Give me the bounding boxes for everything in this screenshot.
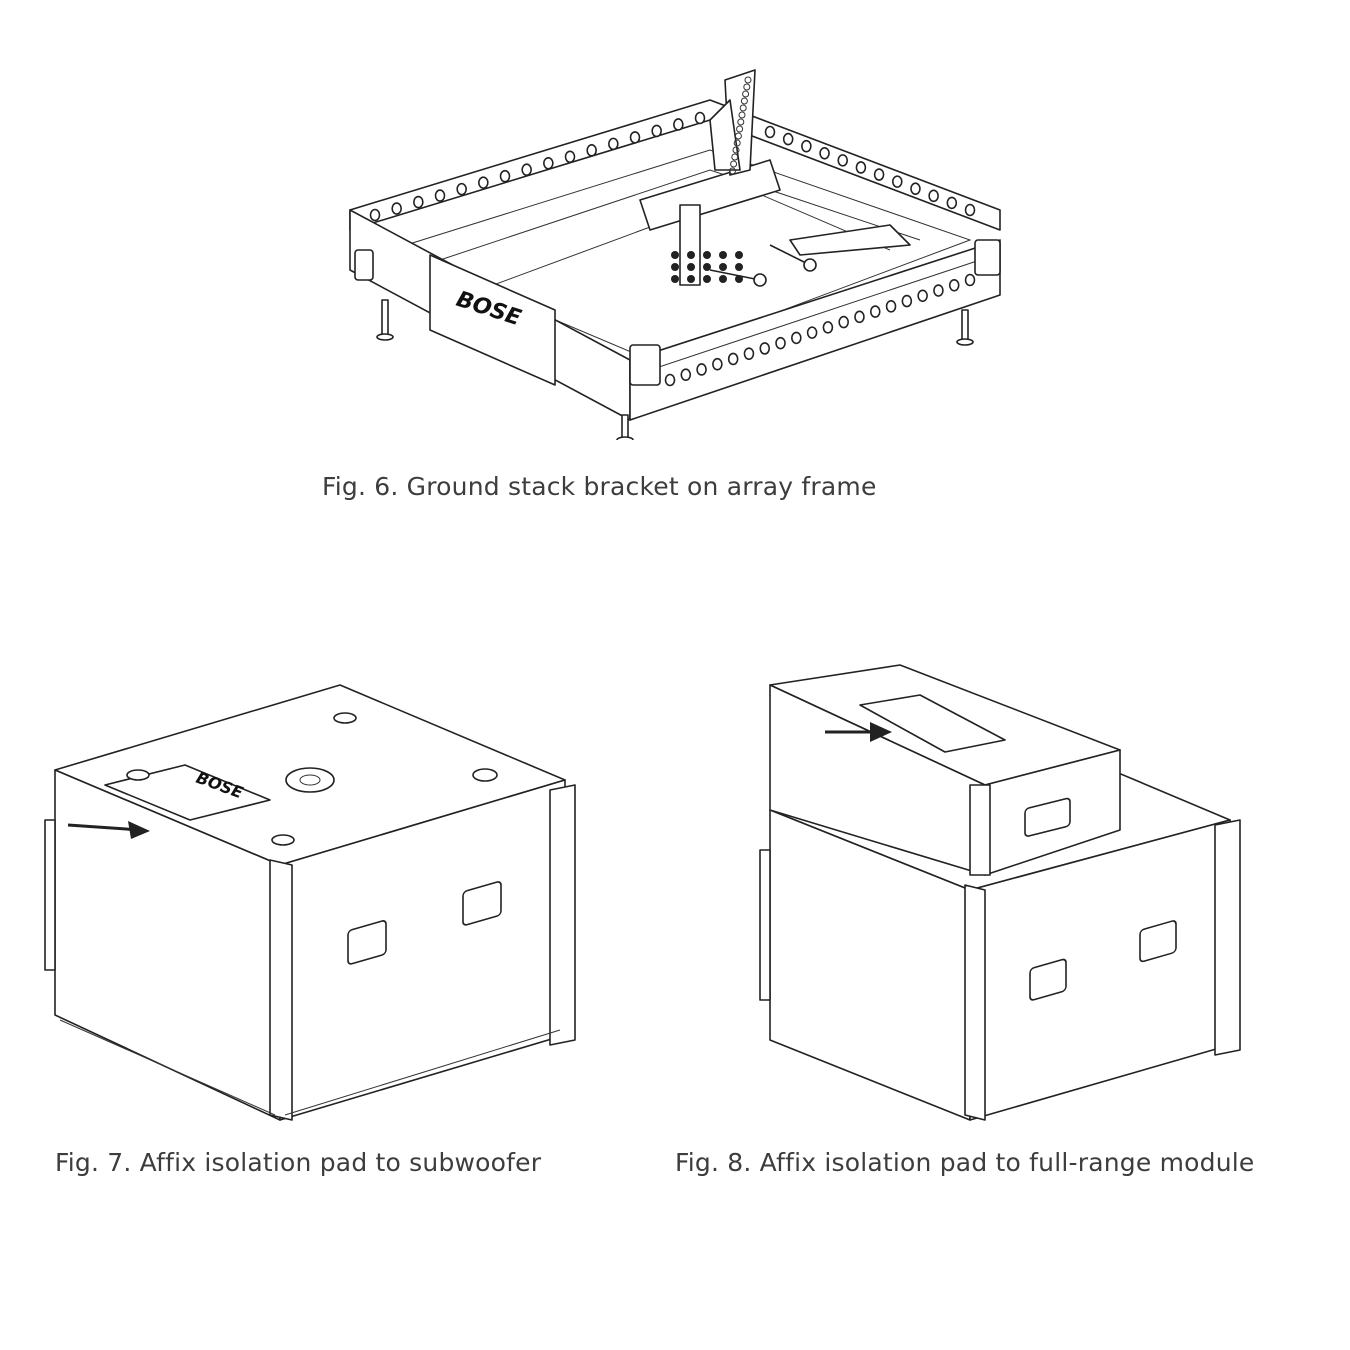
bracket-hole — [719, 263, 727, 271]
bracket-hole — [671, 263, 679, 271]
chain-link — [731, 153, 739, 161]
chain-link — [734, 132, 742, 140]
chain-link — [740, 97, 748, 105]
rail-hole — [712, 357, 723, 371]
rail-hole — [838, 315, 849, 329]
bracket-hole — [719, 251, 727, 259]
bracket-holes — [671, 251, 743, 283]
rail-hole — [854, 310, 865, 324]
bracket-hole — [703, 275, 711, 283]
chain-link — [736, 125, 744, 133]
rail-hole — [933, 284, 944, 297]
rail-hole — [369, 208, 381, 222]
rail-hole — [791, 331, 802, 345]
rail-hole — [391, 202, 402, 215]
figure-6-caption: Fig. 6. Ground stack bracket on array fr… — [322, 472, 877, 501]
full-range-module-drawing — [759, 664, 1241, 1121]
chain-link — [738, 111, 746, 119]
chain-link — [737, 118, 745, 126]
rail-hole — [801, 139, 812, 153]
rail-hole — [727, 352, 739, 366]
rail-hole — [901, 294, 913, 308]
rail-hole — [822, 321, 834, 334]
rail-hole — [964, 203, 976, 217]
subwoofer-drawing: BOSE — [44, 684, 576, 1121]
frame-foot — [616, 414, 634, 440]
bracket-hole — [687, 251, 695, 259]
chain-link — [744, 76, 752, 84]
figure-8-caption: Fig. 8. Affix isolation pad to full-rang… — [675, 1148, 1255, 1177]
rail-hole — [664, 373, 676, 387]
rail-hole — [499, 169, 511, 183]
chain-link — [742, 90, 750, 98]
chain-icon — [728, 76, 752, 175]
rail-hole — [680, 368, 692, 382]
rail-hole — [873, 168, 885, 181]
rail-hole — [964, 273, 976, 287]
rail-hole — [948, 278, 960, 292]
chain-link — [743, 83, 751, 91]
array-frame-drawing: BOSE — [349, 69, 1001, 440]
isolation-pad-module — [859, 694, 1006, 753]
full-range-module-illustration — [740, 660, 1280, 1140]
rail-holes-back — [369, 111, 976, 222]
rail-hole — [543, 156, 554, 170]
rail-hole — [928, 189, 939, 203]
rail-hole — [946, 196, 958, 210]
rail-hole — [521, 163, 532, 177]
rail-hole — [456, 182, 467, 196]
rail-hole — [855, 161, 867, 174]
frame-foot — [956, 309, 974, 346]
rail-hole — [478, 176, 489, 189]
bracket-hole — [735, 251, 743, 259]
chain-link — [739, 104, 747, 112]
bracket-hole — [703, 251, 711, 259]
rail-hole — [586, 144, 597, 157]
bracket-hole — [719, 275, 727, 283]
rail-hole — [743, 347, 755, 360]
rail-hole — [608, 137, 619, 151]
bracket-hole — [687, 275, 695, 283]
rail-hole — [629, 131, 641, 144]
bracket-hole — [671, 251, 679, 259]
rail-hole — [891, 175, 903, 188]
frame-foot — [376, 299, 394, 341]
bracket-hole — [671, 275, 679, 283]
rail-hole — [837, 154, 849, 167]
rail-hole — [910, 182, 921, 196]
rail-hole — [673, 118, 684, 131]
rail-hole — [869, 305, 881, 318]
chain-link — [732, 146, 740, 154]
rail-hole — [696, 363, 707, 376]
chain-link — [728, 167, 736, 175]
rail-hole — [434, 189, 446, 202]
rail-hole — [764, 125, 776, 139]
bracket-hole — [735, 275, 743, 283]
bracket-hole — [687, 263, 695, 271]
chain-link — [730, 160, 738, 168]
rail-hole — [564, 150, 576, 164]
rail-hole — [651, 124, 662, 138]
array-frame-illustration: BOSE — [330, 40, 1030, 440]
subwoofer-illustration: BOSE — [30, 660, 610, 1130]
rail-hole — [806, 326, 818, 339]
bracket-hole — [703, 263, 711, 271]
chain-link — [733, 139, 741, 147]
rail-hole — [759, 342, 771, 355]
rail-hole — [885, 300, 897, 313]
rail-hole — [819, 146, 830, 160]
rail-hole — [917, 289, 928, 303]
rail-hole — [775, 336, 786, 350]
figure-7-caption: Fig. 7. Affix isolation pad to subwoofer — [55, 1148, 542, 1177]
rail-hole — [413, 195, 424, 209]
rail-holes-front — [664, 273, 976, 387]
rail-hole — [782, 132, 794, 146]
bracket-hole — [735, 263, 743, 271]
rail-hole — [694, 111, 706, 125]
